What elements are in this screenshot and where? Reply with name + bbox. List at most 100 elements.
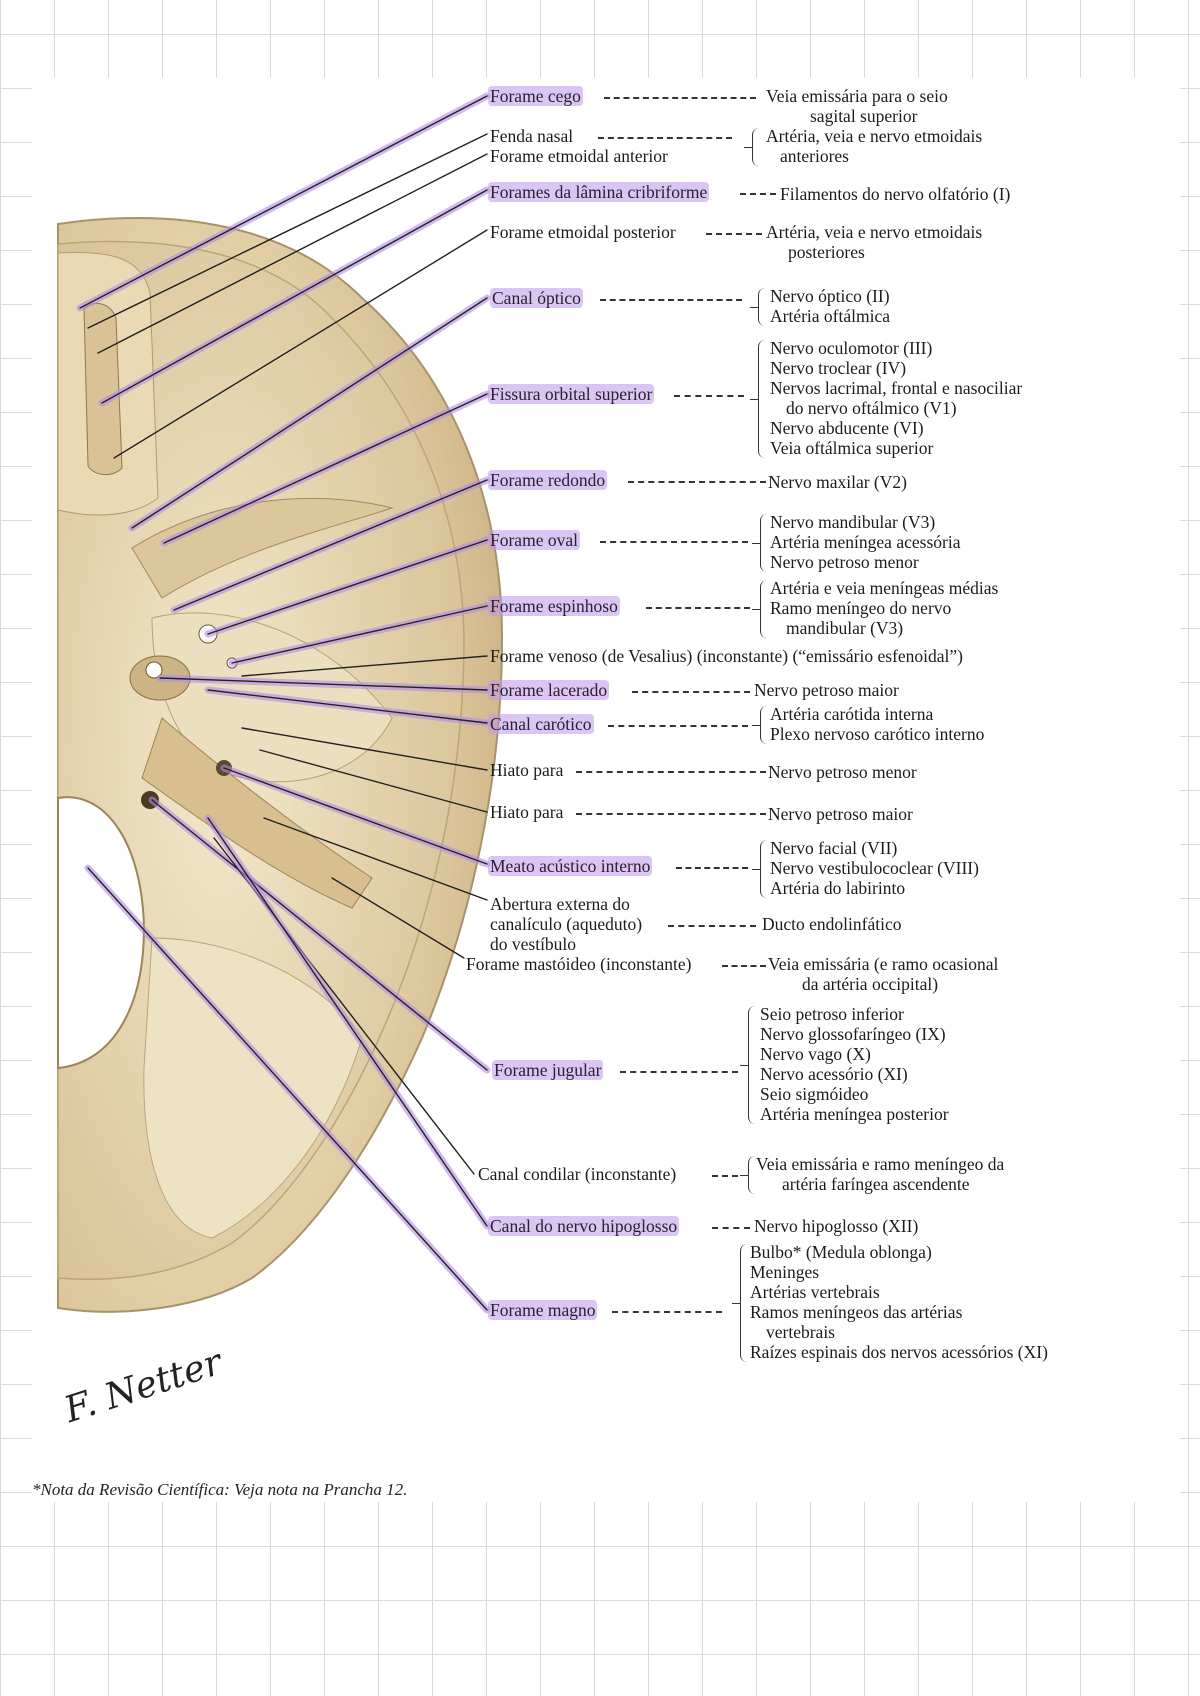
desc-line: Nervo vago (X) (760, 1044, 871, 1064)
label-line: Abertura externa do (490, 894, 630, 914)
dash-mastoideo (722, 965, 766, 967)
label-canal-carotico: Canal carótico (488, 714, 594, 734)
cribriform-plate (83, 302, 123, 475)
dash-magno (612, 1311, 722, 1313)
label-line: do vestíbulo (490, 934, 577, 954)
desc-line: do nervo oftálmico (V1) (786, 398, 957, 418)
dash-hipoglosso (712, 1227, 750, 1229)
diagram-sheet: Forame cego Veia emissária para o seio s… (32, 78, 1180, 1502)
skull-base-illustration (57, 92, 504, 1314)
desc-line: mandibular (V3) (786, 618, 904, 638)
desc-hiato-2: Nervo petroso maior (768, 804, 913, 824)
desc-magno: Bulbo* (Medula oblonga) Meninges Artéria… (750, 1242, 1048, 1362)
desc-line: Nervo óptico (II) (770, 286, 890, 306)
dash-lacerado (632, 691, 750, 693)
label-forame-espinhoso: Forame espinhoso (488, 596, 620, 616)
desc-line: Ramos meníngeos das artérias (750, 1302, 963, 1322)
dash-hiato-1 (576, 771, 766, 773)
dash-redondo (628, 481, 766, 483)
petrous-ridge (141, 717, 373, 909)
label-forame-magno: Forame magno (488, 1300, 598, 1320)
desc-line: vertebrais (766, 1322, 835, 1342)
label-forame-jugular: Forame jugular (492, 1060, 604, 1080)
brace (740, 1156, 756, 1194)
desc-line: Nervo oculomotor (III) (770, 338, 933, 358)
dash-oval (600, 541, 748, 543)
dash-abertura (668, 925, 756, 927)
label-forame-lacerado: Forame lacerado (488, 680, 610, 700)
dash-forame-cego (604, 97, 756, 99)
desc-line: Artéria, veia e nervo etmoidais (766, 222, 983, 242)
desc-line: Artéria e veia meníngeas médias (770, 578, 999, 598)
desc-fissura: Nervo oculomotor (III) Nervo troclear (I… (770, 338, 1022, 458)
desc-line: Veia emissária (e ramo ocasional (768, 954, 999, 974)
desc-line: Nervo abducente (VI) (770, 418, 924, 438)
label-forame-venoso: Forame venoso (de Vesalius) (inconstante… (490, 646, 963, 666)
desc-line: Seio petroso inferior (760, 1004, 904, 1024)
desc-line: Artéria, veia e nervo etmoidais (766, 126, 983, 146)
label-line: canalículo (aqueduto) (490, 914, 643, 934)
lesser-wing (131, 497, 394, 599)
desc-line: Veia emissária para o seio (766, 86, 948, 106)
label-abertura-externa: Abertura externa do canalículo (aqueduto… (490, 894, 642, 954)
desc-line: Bulbo* (Medula oblonga) (750, 1242, 932, 1262)
dash-hiato-2 (576, 813, 766, 815)
label-hiato-1: Hiato para (490, 760, 564, 780)
desc-line: Plexo nervoso carótico interno (770, 724, 985, 744)
desc-line: Nervo acessório (XI) (760, 1064, 908, 1084)
label-hiato-2: Hiato para (490, 802, 564, 822)
desc-line: Artéria do labirinto (770, 878, 906, 898)
label-canal-hipoglosso: Canal do nervo hipoglosso (488, 1216, 680, 1236)
brace (744, 128, 760, 166)
dash-optico (600, 299, 742, 301)
desc-line: artéria faríngea ascendente (782, 1174, 970, 1194)
desc-line: Veia emissária e ramo meníngeo da (756, 1154, 1005, 1174)
label-canal-condilar: Canal condilar (inconstante) (478, 1164, 677, 1184)
label-forame-cego: Forame cego (488, 86, 583, 106)
dash-carotico (608, 725, 748, 727)
label-fissura-orbital: Fissura orbital superior (488, 384, 655, 404)
label-fenda-nasal: Fenda nasal (490, 126, 574, 146)
dash-etmoidal-posterior (706, 233, 762, 235)
dash-espinhoso (646, 607, 750, 609)
brace (750, 288, 766, 326)
dash-lamina (740, 193, 776, 195)
desc-condilar: Veia emissária e ramo meníngeo da artéri… (756, 1154, 1004, 1194)
desc-line: Nervo glossofaríngeo (IX) (760, 1024, 946, 1044)
label-forame-mastoideo: Forame mastóideo (inconstante) (466, 954, 692, 974)
desc-espinhoso: Artéria e veia meníngeas médias Ramo men… (770, 578, 998, 638)
brace (752, 580, 768, 638)
desc-optico: Nervo óptico (II) Artéria oftálmica (770, 286, 890, 326)
brace (740, 1006, 756, 1124)
label-forame-oval: Forame oval (488, 530, 580, 550)
desc-line: Artéria oftálmica (770, 306, 891, 326)
desc-line: Nervo petroso menor (770, 552, 919, 572)
desc-line: Ramo meníngeo do nervo (770, 598, 952, 618)
desc-jugular: Seio petroso inferior Nervo glossofaríng… (760, 1004, 949, 1124)
desc-line: Seio sigmóideo (760, 1084, 869, 1104)
desc-etmoidais-posteriores: Artéria, veia e nervo etmoidais posterio… (766, 222, 982, 262)
footnote: *Nota da Revisão Científica: Veja nota n… (32, 1480, 408, 1499)
desc-lacerado: Nervo petroso maior (754, 680, 899, 700)
desc-line: Artéria meníngea posterior (760, 1104, 949, 1124)
label-forame-redondo: Forame redondo (488, 470, 608, 490)
desc-mastoideo: Veia emissária (e ramo ocasional da arté… (768, 954, 998, 994)
desc-line: sagital superior (810, 106, 918, 126)
desc-hiato-1: Nervo petroso menor (768, 762, 917, 782)
desc-line: da artéria occipital) (802, 974, 939, 994)
brace (750, 340, 766, 458)
desc-abertura: Ducto endolinfático (762, 914, 902, 934)
desc-line: Nervo troclear (IV) (770, 358, 907, 378)
desc-line: Veia oftálmica superior (770, 438, 934, 458)
desc-oval: Nervo mandibular (V3) Artéria meníngea a… (770, 512, 960, 572)
desc-carotico: Artéria carótida interna Plexo nervoso c… (770, 704, 984, 744)
desc-meato: Nervo facial (VII) Nervo vestibulococlea… (770, 838, 979, 898)
desc-line: Nervo mandibular (V3) (770, 512, 936, 532)
label-canal-optico: Canal óptico (490, 288, 583, 308)
dash-fissura (674, 395, 744, 397)
label-meato-acustico: Meato acústico interno (488, 856, 653, 876)
brace (752, 514, 768, 572)
brace (752, 840, 768, 898)
brace (752, 706, 768, 744)
dash-fenda-nasal (598, 137, 732, 139)
